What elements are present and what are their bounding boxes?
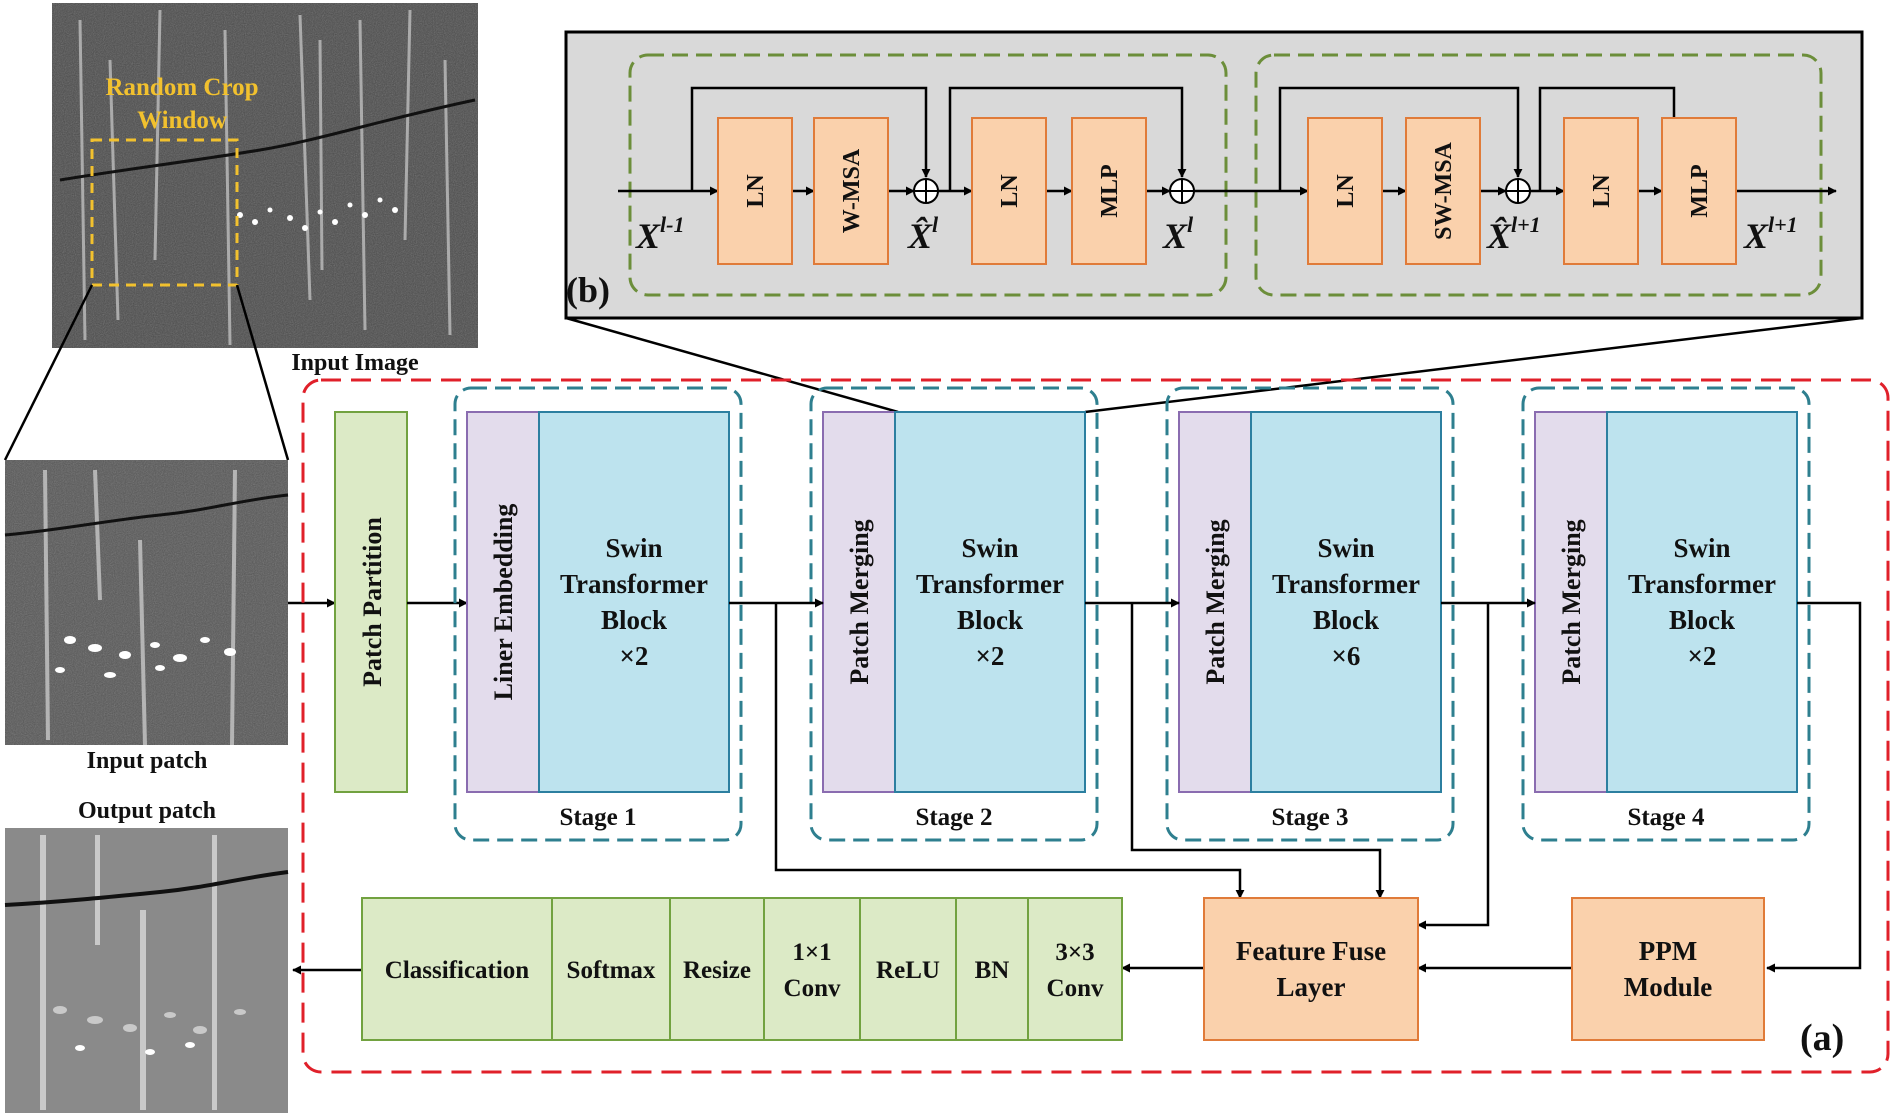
input-image: Random Crop Window [52,3,478,348]
stage1-block-l3: Block [601,605,667,635]
zoom-line-right [235,284,290,461]
decoder-classification-label: Classification [385,957,530,984]
decoder-relu-label: ReLU [876,957,940,984]
arrow-stage3-to-fuse [1417,603,1490,930]
stage-2: Patch Merging Swin Transformer Block ×2 … [809,386,1099,842]
zoom-line-b-left [565,316,899,414]
stage4-label: Stage 4 [1627,804,1705,831]
patch-partition-box: Patch Partition [334,411,408,793]
stage2-block-l3: Block [957,605,1023,635]
decoder-3x3conv-label-l2: Conv [1047,975,1104,1002]
stage-1: Liner Embedding Swin Transformer Block ×… [453,386,743,842]
var-x-out: Xl+1 [1743,212,1798,256]
decoder-1x1conv-label-l2: Conv [784,975,841,1002]
decoder-softmax-box [551,897,671,1041]
zoom-line-b-right [1084,316,1863,414]
swin-block-2-frame [1254,53,1823,297]
feature-fuse-layer-box: Feature Fuse Layer [1203,897,1419,1041]
input-image-label: Input Image [291,350,419,376]
arrow-stage2-to-fuse [1130,603,1385,899]
block1-mlp-box: MLP [1071,117,1147,265]
patch-partition-label: Patch Partition [358,517,387,687]
decoder-bn-box [955,897,1029,1041]
block1-ln1-label: LN [743,174,769,208]
decoder-softmax-label: Softmax [567,957,656,984]
stage1-block-l1: Swin [605,533,662,563]
block1-ln2-label: LN [997,174,1023,208]
output-patch-label: Output patch [78,798,216,824]
swin-block-1-frame [628,53,1228,297]
stage4-side-label: Patch Merging [1557,519,1586,684]
stage-4: Patch Merging Swin Transformer Block ×2 … [1521,386,1811,842]
ppm-module-box: PPM Module [1571,897,1765,1041]
arrow-stage4-to-ppm [1766,601,1862,973]
stage4-block-l2: Transformer [1628,569,1776,599]
stage3-block-l4: ×6 [1332,641,1361,671]
block2-ln2-box: LN [1563,117,1639,265]
stage1-block-l4: ×2 [620,641,649,671]
stage2-label: Stage 2 [915,804,992,831]
crop-window-box [90,138,239,287]
block1-wmsa-label: W-MSA [839,148,865,233]
panel-a: Patch Partition Liner Embedding Swin Tra… [301,378,1890,1074]
stage3-block-l1: Swin [1317,533,1374,563]
decoder-resize-box [669,897,765,1041]
input-patch-label: Input patch [87,748,208,774]
block2-swmsa-box: SW-MSA [1405,117,1481,265]
feature-fuse-label-l1: Feature Fuse [1236,936,1386,966]
zoom-line-left [3,284,94,461]
ppm-label-l1: PPM [1639,936,1697,966]
stage1-label: Stage 1 [559,804,636,831]
decoder-classification-box [361,897,553,1041]
decoder-3x3conv-box [1027,897,1123,1041]
stage4-block-l4: ×2 [1688,641,1717,671]
decoder-relu-box [859,897,957,1041]
output-patch-image [4,828,289,1113]
block1-ln1-box: LN [717,117,793,265]
stage3-label: Stage 3 [1271,804,1348,831]
arrow-stage1-to-fuse [774,603,1245,899]
var-x-in: Xl-1 [635,212,684,256]
ppm-label-l2: Module [1624,972,1713,1002]
feature-fuse-label-l2: Layer [1277,972,1346,1002]
block1-ln2-box: LN [971,117,1047,265]
decoder-3x3conv-label-l1: 3×3 [1055,939,1094,966]
panel-a-tag: (a) [1800,1017,1844,1059]
stage3-block-l2: Transformer [1272,569,1420,599]
stage-3: Patch Merging Swin Transformer Block ×6 … [1165,386,1455,842]
panel-b: LN W-MSA LN MLP LN SW-MSA LN MLP [564,30,1864,414]
stage4-block-l3: Block [1669,605,1735,635]
decoder-1x1conv-label-l1: 1×1 [792,939,831,966]
stage3-block-l3: Block [1313,605,1379,635]
stage4-block-l1: Swin [1673,533,1730,563]
panel-a-frame [301,378,1890,1074]
stage3-side-label: Patch Merging [1201,519,1230,684]
var-xhat-1: X̂l [907,212,939,256]
input-patch-image [4,460,289,746]
stage2-block-l2: Transformer [916,569,1064,599]
decoder-resize-label: Resize [683,957,751,984]
var-x-mid: Xl [1162,212,1194,256]
block2-mlp-label: MLP [1687,164,1713,217]
decoder-bn-label: BN [975,957,1010,984]
stage2-side-label: Patch Merging [845,519,874,684]
stage1-block-l2: Transformer [560,569,708,599]
block2-mlp-box: MLP [1661,117,1737,265]
block2-ln2-label: LN [1589,174,1615,208]
crop-label-line1: Random Crop [105,74,258,101]
stage1-side-label: Liner Embedding [489,504,518,701]
panel-b-tag: (b) [566,270,610,310]
stage2-block-l4: ×2 [976,641,1005,671]
var-xhat-2: X̂l+1 [1486,212,1541,256]
block2-ln1-label: LN [1333,174,1359,208]
block1-mlp-label: MLP [1097,164,1123,217]
decoder-1x1conv-box [763,897,861,1041]
block1-wmsa-box: W-MSA [813,117,889,265]
decoder-strip: Classification Softmax Resize 1×1 Conv R… [361,897,1123,1041]
block2-ln1-box: LN [1307,117,1383,265]
stage2-block-l1: Swin [961,533,1018,563]
crop-label-line2: Window [137,107,227,134]
block2-swmsa-label: SW-MSA [1431,141,1457,239]
